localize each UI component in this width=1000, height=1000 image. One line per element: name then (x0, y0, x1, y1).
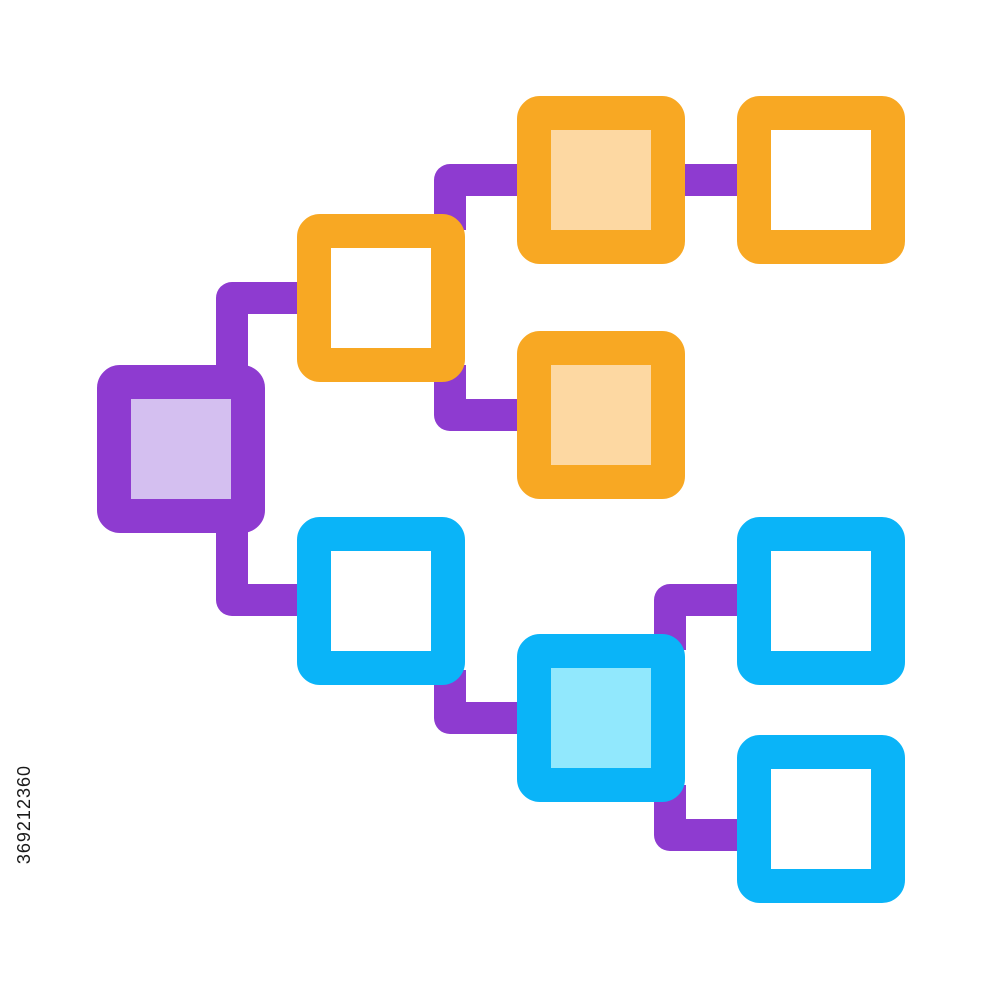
node-box-blue-level3-top (737, 517, 905, 685)
connector-root-to-blue-level1 (216, 518, 310, 616)
node-box-blue-level1 (297, 517, 465, 685)
watermark-stock-id: 369212360 (14, 765, 34, 865)
node-box-blue-level2 (517, 634, 685, 802)
connector-blue-level2-to-blue-level3-top (654, 584, 750, 650)
connector-root-to-orange-level1 (216, 282, 310, 380)
node-box-blue-level3-bottom (737, 735, 905, 903)
node-box-root (97, 365, 265, 533)
node-box-orange-level1 (297, 214, 465, 382)
node-boxes (97, 96, 905, 903)
node-box-orange-level2-top (517, 96, 685, 264)
connector-orange-level1-to-orange-level2-bottom (434, 365, 530, 431)
connector-blue-level2-to-blue-level3-bottom (654, 785, 750, 851)
connector-blue-level1-to-blue-level2 (434, 670, 530, 734)
node-box-orange-level3 (737, 96, 905, 264)
connector-orange-level1-to-orange-level2-top (434, 164, 530, 230)
node-box-orange-level2-bottom (517, 331, 685, 499)
